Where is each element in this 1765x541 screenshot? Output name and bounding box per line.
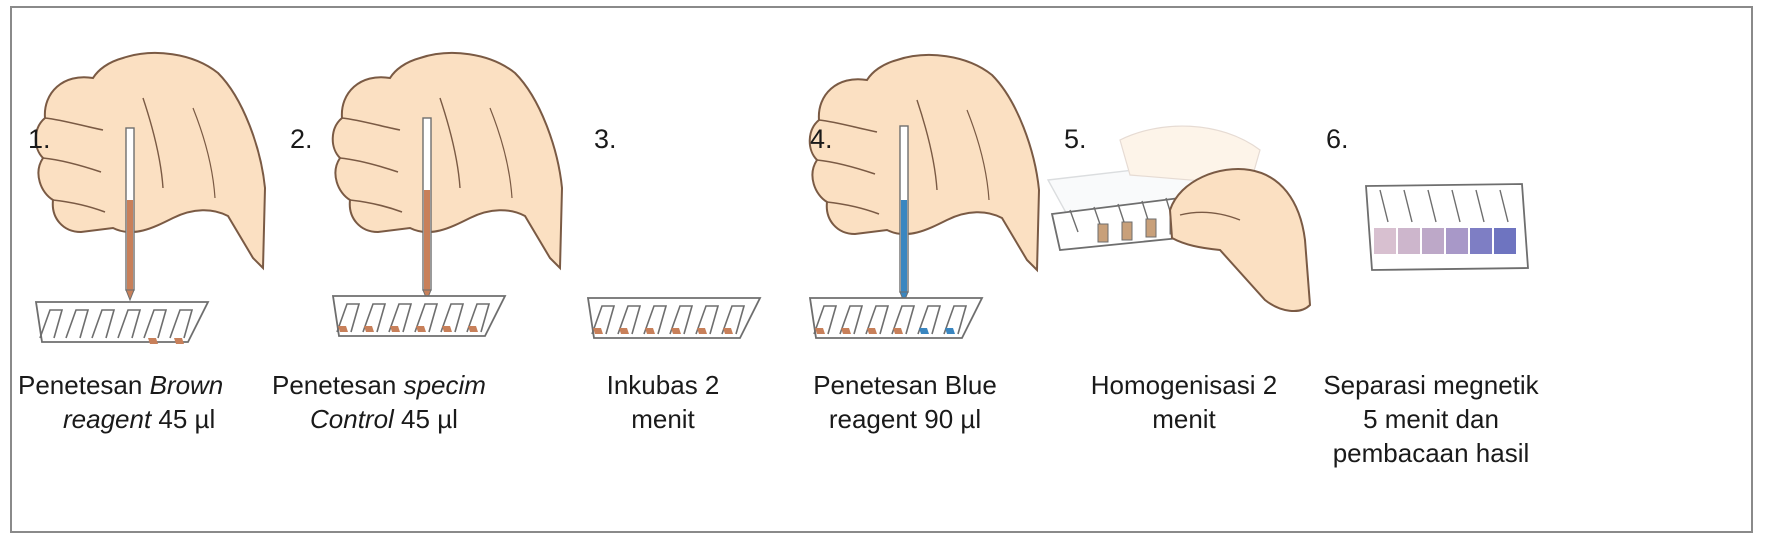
step-2-caption: Penetesan specim Control 45 µl bbox=[272, 370, 486, 434]
step-5-illustration bbox=[1046, 125, 1312, 312]
step-6-number: 6. bbox=[1326, 124, 1349, 154]
step-3-illustration bbox=[587, 297, 761, 339]
step-3-caption: Inkubas 2 menit bbox=[606, 370, 720, 434]
step-1-caption: Penetesan Brown reagent 45 µl bbox=[18, 370, 224, 434]
step-1-number: 1. bbox=[28, 124, 51, 154]
step-2-illustration bbox=[331, 52, 563, 337]
step-5-number: 5. bbox=[1064, 124, 1087, 154]
step-4-number: 4. bbox=[810, 124, 833, 154]
step-4-caption: Penetesan Blue reagent 90 µl bbox=[813, 370, 997, 434]
step-5-caption: Homogenisasi 2 menit bbox=[1090, 370, 1278, 434]
step-6-illustration bbox=[1365, 183, 1529, 271]
step-1-illustration bbox=[34, 52, 266, 344]
step-2-number: 2. bbox=[290, 124, 313, 154]
step-6-caption: Separasi megnetik 5 menit dan pembacaan … bbox=[1323, 370, 1539, 468]
step-4-illustration bbox=[808, 54, 1040, 339]
step-3-number: 3. bbox=[594, 124, 617, 154]
